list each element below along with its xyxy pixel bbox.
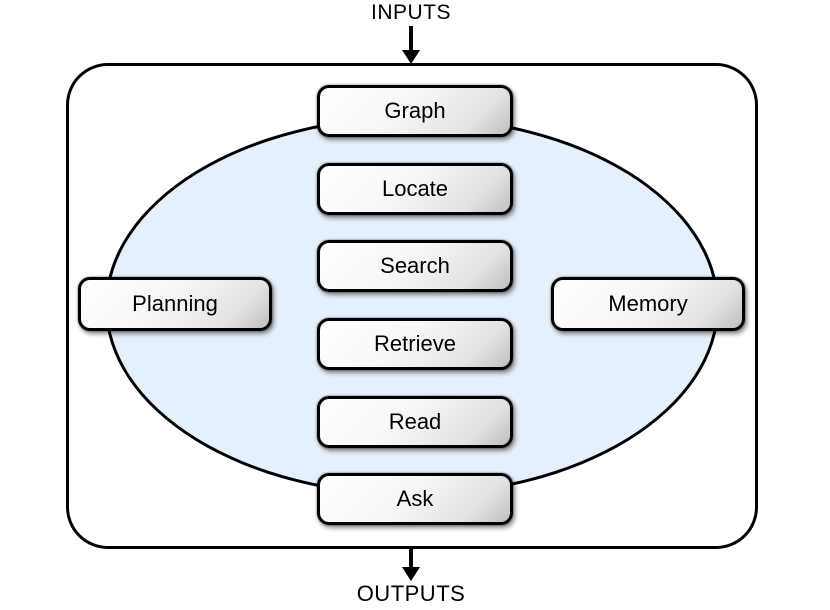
node-graph: Graph bbox=[317, 85, 513, 137]
node-ask: Ask bbox=[317, 473, 513, 525]
outputs-arrow-shaft bbox=[409, 549, 413, 569]
node-search: Search bbox=[317, 240, 513, 292]
inputs-arrow-shaft bbox=[409, 26, 413, 52]
node-planning-label: Planning bbox=[132, 291, 218, 316]
node-planning: Planning bbox=[78, 277, 272, 331]
outputs-label: OUTPUTS bbox=[356, 581, 466, 606]
node-read-label: Read bbox=[388, 409, 442, 434]
node-retrieve: Retrieve bbox=[317, 318, 513, 370]
node-memory-label: Memory bbox=[608, 291, 688, 316]
node-search-label: Search bbox=[380, 253, 450, 278]
node-graph-label: Graph bbox=[384, 98, 446, 123]
inputs-arrow-head-icon bbox=[402, 50, 420, 64]
node-memory: Memory bbox=[551, 277, 745, 331]
node-retrieve-label: Retrieve bbox=[374, 331, 456, 356]
node-locate: Locate bbox=[317, 163, 513, 215]
node-locate-label: Locate bbox=[381, 176, 449, 201]
outputs-arrow-head-icon bbox=[402, 567, 420, 581]
node-read: Read bbox=[317, 396, 513, 448]
inputs-label: INPUTS bbox=[370, 1, 452, 24]
node-ask-label: Ask bbox=[396, 486, 434, 511]
